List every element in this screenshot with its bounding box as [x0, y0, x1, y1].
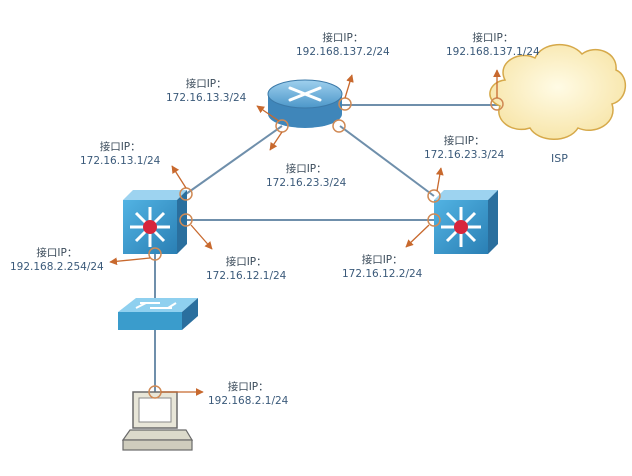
pc-interface-label: 接口IP： 192.168.2.1/24 [208, 381, 289, 407]
port-rings [148, 97, 504, 399]
port-ring [179, 213, 193, 227]
port-ring [427, 189, 441, 203]
arrow [109, 257, 151, 266]
arrow [171, 165, 187, 189]
arrow [405, 224, 430, 248]
links [154, 104, 505, 392]
arrow [256, 105, 280, 122]
l3b-l3a-interface-label: 接口IP： 172.16.12.2/24 [342, 254, 423, 280]
arrow [344, 74, 354, 99]
arrow [435, 167, 444, 192]
isp-label: ISP [551, 152, 568, 165]
link-router-l3b [339, 125, 435, 197]
port-ring [148, 247, 162, 261]
arrow [190, 224, 213, 250]
pc-icon [121, 391, 194, 451]
isp-interface-label: 接口IP： 192.168.137.1/24 [446, 32, 540, 58]
access-switch-icon [118, 298, 198, 330]
annotation-arrows [109, 69, 501, 396]
arrow [269, 131, 283, 151]
l3a-l3b-interface-label: 接口IP： 172.16.12.1/24 [206, 256, 287, 282]
port-ring [332, 119, 346, 133]
layer3-switch-b-icon [434, 190, 498, 254]
router-l3b-interface-label: 接口IP： 172.16.23.3/24 [266, 163, 347, 189]
router-isp-interface-label: 接口IP： 192.168.137.2/24 [296, 32, 390, 58]
layer3-switch-a-icon [123, 190, 187, 254]
l3b-router-interface-label: 接口IP： 172.16.23.3/24 [424, 135, 505, 161]
router-l3a-interface-label: 接口IP： 172.16.13.3/24 [166, 78, 247, 104]
l3a-router-interface-label: 接口IP： 172.16.13.1/24 [80, 141, 161, 167]
l3a-access-interface-label: 接口IP： 192.168.2.254/24 [10, 247, 104, 273]
port-ring [427, 213, 441, 227]
link-router-l3a [185, 125, 283, 195]
router-icon [267, 79, 343, 128]
isp-cloud-icon [489, 44, 626, 140]
